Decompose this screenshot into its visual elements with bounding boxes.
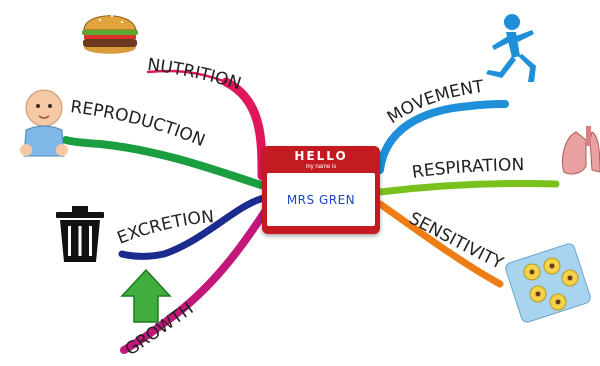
trash-can-icon: [56, 206, 104, 262]
burger-icon: [82, 14, 138, 54]
excretion-label: EXCRETION: [115, 207, 215, 249]
nutrition-label: NUTRITION: [146, 55, 243, 94]
excretion-branch: [118, 194, 268, 260]
running-figure-icon: [486, 14, 536, 82]
up-arrow-icon: [120, 268, 172, 323]
sensitivity-label: SENSITIVITY: [406, 209, 507, 274]
nutrition-branch: [221, 77, 267, 181]
lungs-icon: [562, 126, 600, 175]
badge-name-text: MRS GREN: [286, 192, 356, 207]
badge-hello-text: HELLO: [294, 149, 348, 163]
movement-branch: [376, 100, 509, 174]
respiration-label: RESPIRATION: [411, 155, 525, 183]
badge-subtitle: my name is: [305, 164, 337, 170]
growth-label: GROWTH: [122, 299, 198, 360]
reproduction-branch: [62, 136, 268, 190]
baby-icon: [20, 89, 68, 157]
name-badge: HELLO my name is MRS GREN: [262, 146, 380, 234]
nutrition-branch-tail: [146, 69, 228, 84]
growth-branch: [120, 206, 270, 354]
senses-icon: [505, 243, 591, 323]
sensitivity-branch: [376, 200, 504, 288]
respiration-branch: [376, 179, 560, 196]
badge-name-panel: MRS GREN: [267, 173, 375, 226]
